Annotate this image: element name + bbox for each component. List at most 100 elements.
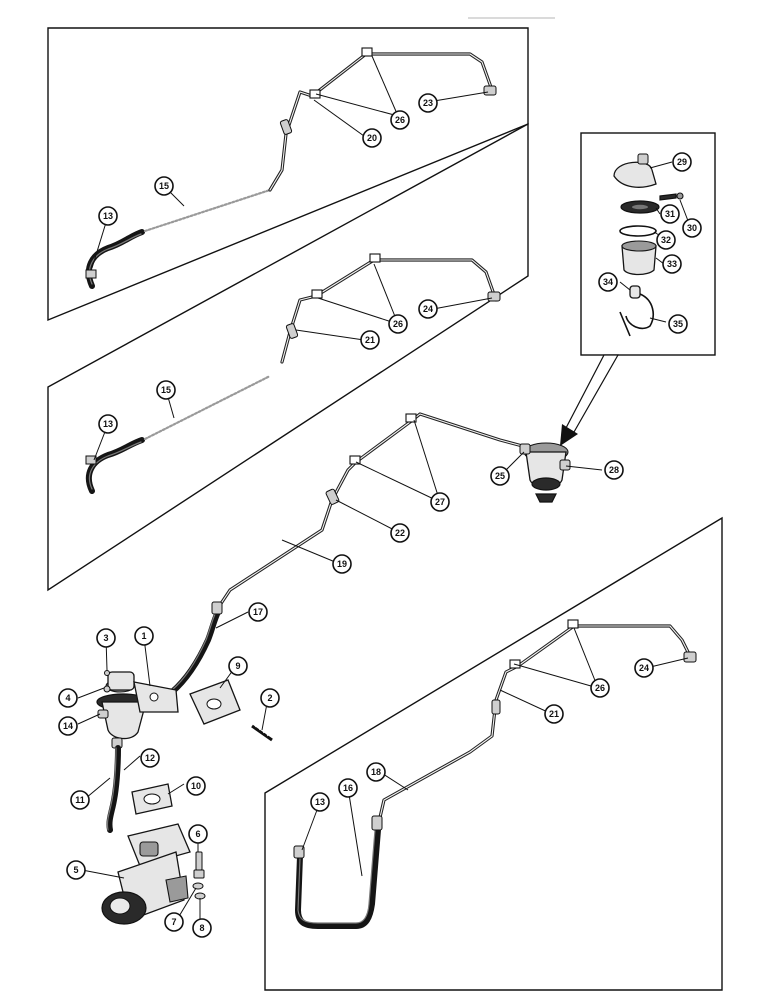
svg-text:27: 27 (435, 497, 445, 507)
svg-text:13: 13 (103, 211, 113, 221)
pump-hose (106, 745, 121, 833)
callout-3: 3 (96, 628, 116, 648)
svg-text:23: 23 (423, 98, 433, 108)
svg-text:3: 3 (103, 633, 108, 643)
mounting-stud (251, 722, 273, 742)
svg-text:22: 22 (395, 528, 405, 538)
callout-19: 19 (332, 554, 352, 574)
svg-text:13: 13 (103, 419, 113, 429)
svg-text:11: 11 (75, 795, 85, 805)
callout-2: 2 (260, 688, 280, 708)
svg-text:8: 8 (199, 923, 204, 933)
callout-25: 25 (490, 466, 510, 486)
callout-23: 23 (418, 93, 438, 113)
svg-text:15: 15 (159, 181, 169, 191)
svg-text:32: 32 (661, 235, 671, 245)
carburetor (101, 823, 191, 925)
svg-text:19: 19 (337, 559, 347, 569)
svg-text:13: 13 (315, 797, 325, 807)
svg-text:34: 34 (603, 277, 613, 287)
filter-bowl-parts (613, 153, 684, 337)
panel-c (264, 516, 723, 991)
svg-text:28: 28 (609, 465, 619, 475)
callouts: 13 15 20 26 23 13 15 21 26 24 19 22 27 2… (58, 93, 702, 938)
svg-text:26: 26 (393, 319, 403, 329)
svg-text:26: 26 (395, 115, 405, 125)
callout-20: 20 (362, 128, 382, 148)
callout-26: 26 (390, 110, 410, 130)
callout-4: 4 (58, 688, 78, 708)
callout-26: 26 (388, 314, 408, 334)
callout-10: 10 (186, 776, 206, 796)
callout-14: 14 (58, 716, 78, 736)
callout-8: 8 (192, 918, 212, 938)
callout-27: 27 (430, 492, 450, 512)
svg-text:15: 15 (161, 385, 171, 395)
callout-28: 28 (604, 460, 624, 480)
callout-18: 18 (366, 762, 386, 782)
svg-text:24: 24 (639, 663, 649, 673)
svg-text:24: 24 (423, 304, 433, 314)
svg-text:6: 6 (195, 829, 200, 839)
svg-text:26: 26 (595, 683, 605, 693)
callout-21: 21 (360, 330, 380, 350)
svg-text:25: 25 (495, 471, 505, 481)
panel-b-fuel-line (85, 253, 501, 494)
callout-24: 24 (634, 658, 654, 678)
callout-15: 15 (156, 380, 176, 400)
callout-16: 16 (338, 778, 358, 798)
callout-15: 15 (154, 176, 174, 196)
detail-pointer-arrowhead (560, 424, 578, 446)
callout-6: 6 (188, 824, 208, 844)
callout-21: 21 (544, 704, 564, 724)
svg-text:35: 35 (673, 319, 683, 329)
callout-13: 13 (98, 206, 118, 226)
pump-gasket (189, 679, 241, 725)
svg-text:20: 20 (367, 133, 377, 143)
svg-text:31: 31 (665, 209, 675, 219)
callout-13: 13 (98, 414, 118, 434)
callout-17: 17 (248, 602, 268, 622)
callout-26: 26 (590, 678, 610, 698)
svg-text:12: 12 (145, 753, 155, 763)
callout-7: 7 (164, 912, 184, 932)
panel-b (47, 122, 529, 592)
callout-33: 33 (662, 254, 682, 274)
callout-22: 22 (390, 523, 410, 543)
panel-c-fuel-line (293, 619, 697, 929)
svg-text:2: 2 (267, 693, 272, 703)
svg-text:9: 9 (235, 661, 240, 671)
callout-11: 11 (70, 790, 90, 810)
callout-12: 12 (140, 748, 160, 768)
svg-text:7: 7 (171, 917, 176, 927)
svg-text:21: 21 (549, 709, 559, 719)
svg-text:29: 29 (677, 157, 687, 167)
callout-24: 24 (418, 299, 438, 319)
fuel-filter (519, 442, 571, 503)
callout-1: 1 (134, 626, 154, 646)
svg-text:16: 16 (343, 783, 353, 793)
svg-text:33: 33 (667, 259, 677, 269)
main-fuel-line (169, 412, 532, 695)
callout-13: 13 (310, 792, 330, 812)
svg-text:14: 14 (63, 721, 73, 731)
svg-text:21: 21 (365, 335, 375, 345)
fuel-pump (96, 671, 179, 749)
callout-31: 31 (660, 204, 680, 224)
callout-34: 34 (598, 272, 618, 292)
svg-text:10: 10 (191, 781, 201, 791)
callout-5: 5 (66, 860, 86, 880)
svg-text:17: 17 (253, 607, 263, 617)
svg-text:30: 30 (687, 223, 697, 233)
svg-text:1: 1 (141, 631, 146, 641)
svg-text:18: 18 (371, 767, 381, 777)
svg-text:5: 5 (73, 865, 78, 875)
callout-35: 35 (668, 314, 688, 334)
callout-9: 9 (228, 656, 248, 676)
callout-32: 32 (656, 230, 676, 250)
callout-29: 29 (672, 152, 692, 172)
panel-a-fuel-line (85, 47, 497, 289)
carb-gasket (131, 783, 173, 815)
svg-text:4: 4 (65, 693, 70, 703)
